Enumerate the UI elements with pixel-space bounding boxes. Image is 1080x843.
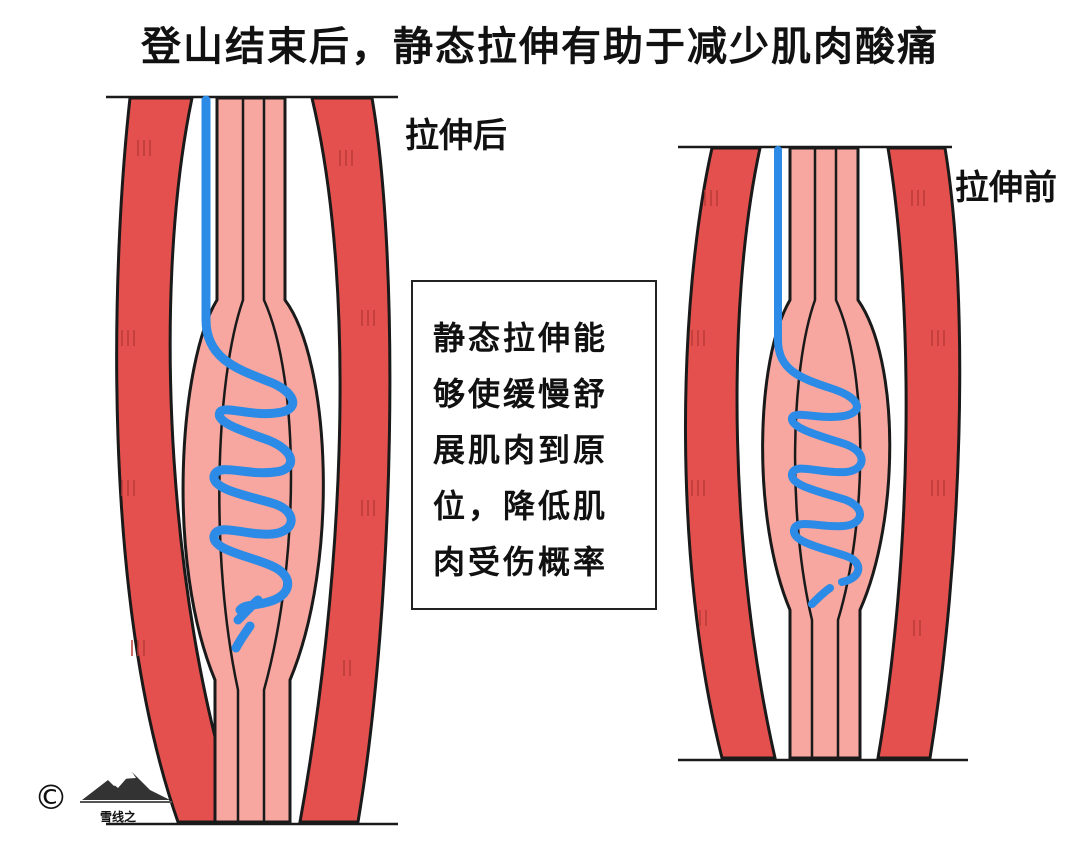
explanation-box: 静态拉伸能够使缓慢舒展肌肉到原位，降低肌肉受伤概率 <box>411 280 657 610</box>
copyright-icon: © <box>34 778 68 818</box>
muscle-before-stretch <box>678 147 968 760</box>
explanation-text: 静态拉伸能够使缓慢舒展肌肉到原位，降低肌肉受伤概率 <box>433 310 639 590</box>
watermark-text: 雪线之 <box>100 808 136 825</box>
label-before-stretch: 拉伸前 <box>955 160 1057 209</box>
mountain-logo <box>80 772 172 802</box>
label-after-stretch: 拉伸后 <box>405 108 507 157</box>
muscle-after-stretch <box>106 97 398 824</box>
